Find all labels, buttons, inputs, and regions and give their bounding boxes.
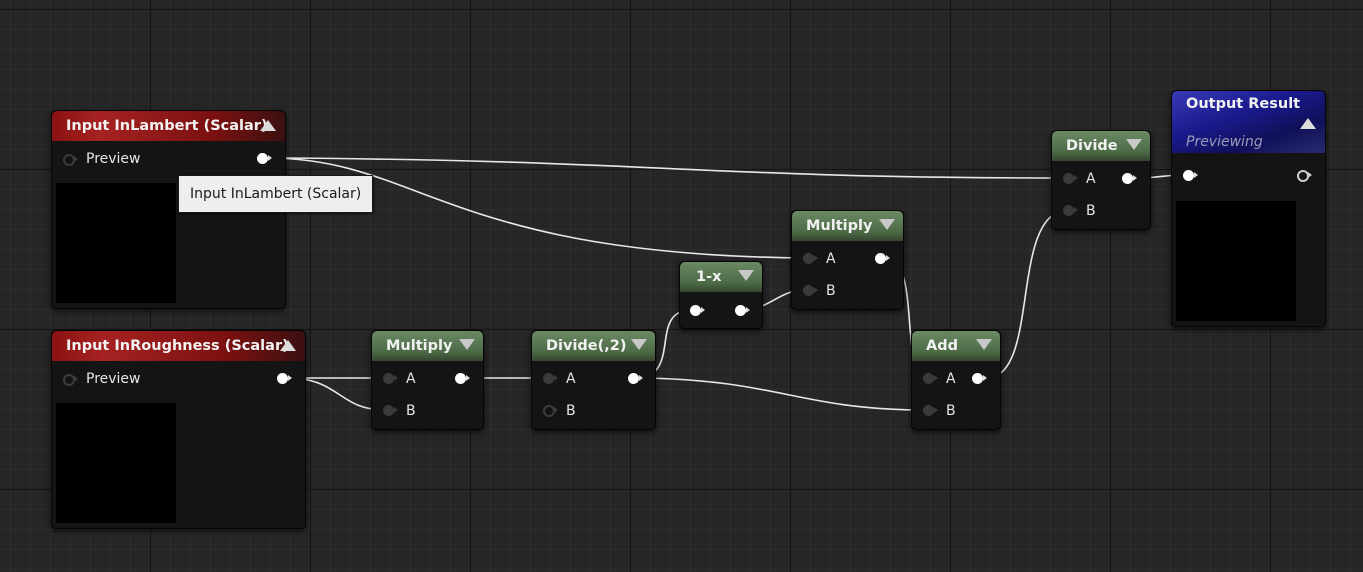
collapse-arrow-icon[interactable] xyxy=(260,120,276,131)
node-header[interactable]: Multiply xyxy=(792,211,903,241)
preview-toggle-pin[interactable] xyxy=(1297,170,1312,182)
input-pin-b[interactable] xyxy=(543,405,558,417)
node-multiply-2[interactable]: Multiply A B xyxy=(791,210,904,310)
node-title: Input InRoughness (Scalar) xyxy=(66,338,289,354)
node-multiply-1[interactable]: Multiply A B xyxy=(371,330,484,430)
input-pin-a[interactable] xyxy=(923,373,938,384)
expand-arrow-icon[interactable] xyxy=(459,339,475,350)
input-pin-b[interactable] xyxy=(1063,205,1078,216)
input-pin-a[interactable] xyxy=(543,373,558,384)
pin-label-a: A xyxy=(826,251,836,267)
output-pin[interactable] xyxy=(1122,173,1137,184)
input-pin-b[interactable] xyxy=(803,285,818,296)
tooltip: Input InLambert (Scalar) xyxy=(178,175,374,213)
node-subtitle: Previewing xyxy=(1186,134,1263,150)
preview-thumbnail xyxy=(1176,201,1296,321)
collapse-arrow-icon[interactable] xyxy=(1300,118,1316,129)
wire-lambert-divide-a xyxy=(271,157,1067,179)
node-add[interactable]: Add A B xyxy=(911,330,1001,430)
node-output-result[interactable]: Output Result Previewing xyxy=(1171,90,1326,327)
node-header[interactable]: Input InRoughness (Scalar) xyxy=(52,331,305,361)
node-header[interactable]: Add xyxy=(912,331,1000,361)
node-divide[interactable]: Divide A B xyxy=(1051,130,1151,230)
node-header[interactable]: 1-x xyxy=(680,262,762,292)
expand-arrow-icon[interactable] xyxy=(976,339,992,350)
node-title: Output Result xyxy=(1186,96,1301,112)
output-pin[interactable] xyxy=(735,305,750,316)
collapse-arrow-icon[interactable] xyxy=(280,340,296,351)
pin-label: Preview xyxy=(86,151,141,167)
input-pin-b[interactable] xyxy=(923,405,938,416)
output-pin[interactable] xyxy=(455,373,470,384)
node-header[interactable]: Divide(,2) xyxy=(532,331,655,361)
input-pin-a[interactable] xyxy=(383,373,398,384)
pin-label: Preview xyxy=(86,371,141,387)
node-title: 1-x xyxy=(696,269,722,285)
expand-arrow-icon[interactable] xyxy=(1126,139,1142,150)
input-pin[interactable] xyxy=(690,305,705,316)
node-title: Divide xyxy=(1066,138,1118,154)
pin-label-b: B xyxy=(1086,203,1096,219)
pin-label-a: A xyxy=(1086,171,1096,187)
output-pin[interactable] xyxy=(875,253,890,264)
pin-label-a: A xyxy=(566,371,576,387)
node-header[interactable]: Output Result Previewing xyxy=(1172,91,1325,153)
node-input-roughness[interactable]: Input InRoughness (Scalar) Preview xyxy=(51,330,306,529)
output-pin[interactable] xyxy=(257,153,272,164)
wire-divide2-add-b xyxy=(641,377,927,411)
expand-arrow-icon[interactable] xyxy=(879,219,895,230)
input-pin[interactable] xyxy=(1183,170,1198,181)
preview-toggle-pin[interactable] xyxy=(63,154,78,166)
preview-thumbnail xyxy=(56,403,176,523)
pin-label-b: B xyxy=(566,403,576,419)
pin-label-a: A xyxy=(406,371,416,387)
pin-label-b: B xyxy=(826,283,836,299)
preview-toggle-pin[interactable] xyxy=(63,374,78,386)
node-title: Multiply xyxy=(386,338,453,354)
node-header[interactable]: Divide xyxy=(1052,131,1150,161)
pin-label-b: B xyxy=(406,403,416,419)
input-pin-a[interactable] xyxy=(803,253,818,264)
node-header[interactable]: Multiply xyxy=(372,331,483,361)
output-pin[interactable] xyxy=(628,373,643,384)
input-pin-a[interactable] xyxy=(1063,173,1078,184)
node-title: Add xyxy=(926,338,958,354)
output-pin[interactable] xyxy=(972,373,987,384)
node-header[interactable]: Input InLambert (Scalar) xyxy=(52,111,285,141)
node-title: Multiply xyxy=(806,218,873,234)
expand-arrow-icon[interactable] xyxy=(631,339,647,350)
expand-arrow-icon[interactable] xyxy=(738,270,754,281)
node-title: Divide(,2) xyxy=(546,338,627,354)
output-pin[interactable] xyxy=(277,373,292,384)
pin-label-a: A xyxy=(946,371,956,387)
node-one-minus-x[interactable]: 1-x xyxy=(679,261,763,329)
pin-label-b: B xyxy=(946,403,956,419)
node-divide-2[interactable]: Divide(,2) A B xyxy=(531,330,656,430)
preview-thumbnail xyxy=(56,183,176,303)
node-title: Input InLambert (Scalar) xyxy=(66,118,268,134)
input-pin-b[interactable] xyxy=(383,405,398,416)
